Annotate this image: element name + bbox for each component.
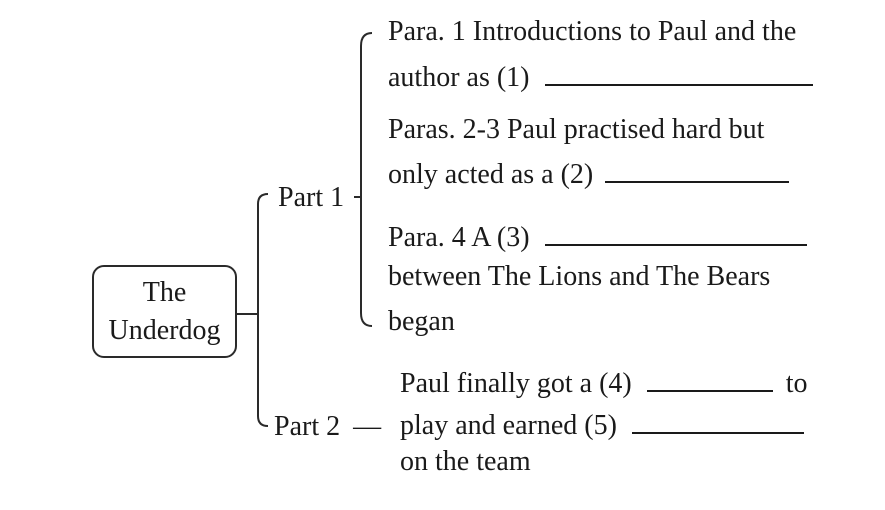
para3-line1-text: Para. 4 A (3) xyxy=(388,222,530,253)
blank-5[interactable] xyxy=(631,402,804,434)
part2-line3: on the team xyxy=(400,446,531,477)
part2-label: Part 2 — xyxy=(274,407,381,447)
part2-line2: play and earned (5) xyxy=(400,402,804,446)
para1-line2-text: author as (1) xyxy=(388,62,530,93)
blank-3[interactable] xyxy=(544,214,807,246)
para3-line2: between The Lions and The Bears xyxy=(388,261,771,292)
part2-line1-suffix: to xyxy=(785,368,808,399)
part2-line1: Paul finally got a (4) to xyxy=(400,360,808,404)
root-title-line1: The xyxy=(142,276,187,308)
part2-line2-text: play and earned (5) xyxy=(400,410,617,441)
part2-label-text: Part 2 xyxy=(274,411,341,442)
part1-bracket xyxy=(360,32,373,327)
part1-label: Part 1 xyxy=(278,182,345,213)
para1-line2: author as (1) xyxy=(388,54,813,98)
para2-line1: Paras. 2-3 Paul practised hard but xyxy=(388,114,765,145)
root-node: The Underdog xyxy=(92,265,237,358)
para2-line2-text: only acted as a (2) xyxy=(388,159,594,190)
main-branch xyxy=(257,193,269,427)
blank-4[interactable] xyxy=(646,360,773,392)
blank-1[interactable] xyxy=(544,54,813,86)
para1-line1: Para. 1 Introductions to Paul and the xyxy=(388,16,797,47)
root-title-line2: Underdog xyxy=(108,314,221,346)
part2-dash: — xyxy=(353,411,382,442)
para2-line2: only acted as a (2) xyxy=(388,151,790,195)
para3-line1: Para. 4 A (3) xyxy=(388,214,807,258)
blank-2[interactable] xyxy=(605,151,790,183)
part2-line1-text: Paul finally got a (4) xyxy=(400,368,632,399)
para3-line3: began xyxy=(388,306,455,337)
